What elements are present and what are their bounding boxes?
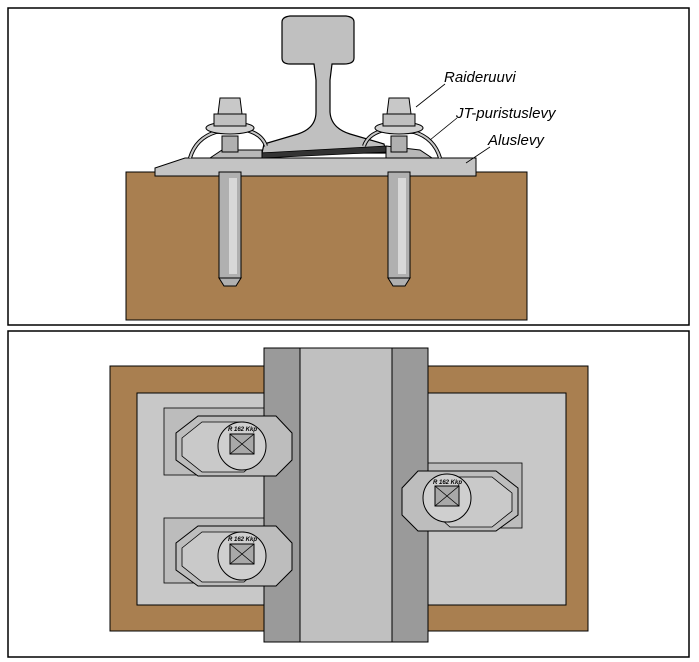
label-raideruuvi: Raideruuvi [444,69,516,86]
base-plate-side [154,157,477,177]
screw-shank-right [387,171,411,287]
leader-screw [415,83,446,108]
clamp-right: R 162 Kkp [401,470,519,532]
rail-profile [261,15,387,154]
leader-clamp [429,117,458,141]
clamp-left-lower: R 162 Kkp [175,525,293,587]
screw-shank-left [218,171,242,287]
label-aluslevy: Aluslevy [487,132,545,149]
sleeper [125,171,528,321]
screw-head-left [205,97,255,153]
clamp-left-upper: R 162 Kkp [175,415,293,477]
rail-head-top [299,347,393,643]
bolt-marking-left-lower: R 162 Kkp [228,537,257,543]
screw-head-right [374,97,424,153]
leader-baseplate [465,146,491,164]
bolt-marking-right: R 162 Kkp [433,480,462,486]
bolt-marking-left-upper: R 162 Kkp [228,427,257,433]
label-jt-puristuslevy: JT-puristuslevy [455,105,557,122]
